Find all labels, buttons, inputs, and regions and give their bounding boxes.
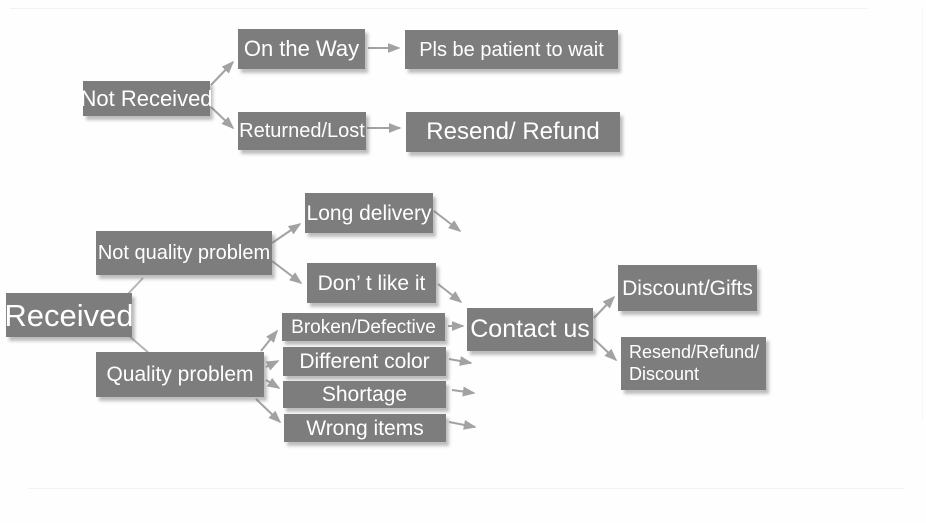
arrow-contact-discount [593, 295, 616, 319]
node-shortage: Shortage [283, 381, 446, 408]
arrow-quality-broken [260, 329, 278, 352]
resend-refund-discount-line1: Resend/Refund/ [629, 341, 760, 362]
arrow-contact-resenddiscount [593, 338, 618, 362]
arrow-quality-wrongitems [255, 398, 282, 424]
node-returned-lost: Returned/Lost [238, 112, 366, 150]
node-dont-like-it: Don’ t like it [307, 263, 436, 303]
node-on-the-way: On the Way [238, 29, 365, 69]
arrow-wrongitems-out [448, 419, 477, 430]
node-contact-us: Contact us [467, 308, 593, 351]
frame-top-line [10, 8, 868, 9]
arrow-dontlike-contact [437, 283, 463, 303]
arrow-longdelivery-out [433, 210, 462, 232]
frame-bottom-line [28, 488, 904, 489]
arrow-quality-shortage [265, 377, 281, 389]
node-not-quality-problem: Not quality problem [96, 231, 272, 275]
node-different-color: Different color [283, 347, 446, 376]
node-received: Received [4, 293, 134, 337]
resend-refund-discount-line2: Discount [629, 363, 700, 384]
arrow-shortage-out [451, 386, 476, 397]
node-broken-defective: Broken/Defective [282, 313, 445, 341]
node-resend-refund-discount: Resend/Refund/ Discount [621, 337, 766, 390]
frame-right-line [922, 10, 923, 420]
node-wrong-items: Wrong items [284, 414, 446, 442]
arrow-different-out [448, 356, 473, 366]
arrow-notreceived-returned [210, 106, 235, 130]
node-not-received: Not Received [80, 81, 213, 116]
node-quality-problem: Quality problem [96, 352, 264, 397]
node-resend-refund: Resend/ Refund [406, 112, 620, 152]
node-discount-gifts: Discount/Gifts [618, 265, 757, 311]
arrow-quality-different [265, 360, 280, 371]
arrow-notquality-longdelivery [271, 223, 302, 244]
arrow-notquality-dontlike [271, 260, 303, 284]
node-long-delivery: Long delivery [305, 193, 433, 233]
node-pls-be-patient: Pls be patient to wait [405, 30, 618, 69]
arrow-notreceived-ontheway [210, 60, 235, 86]
